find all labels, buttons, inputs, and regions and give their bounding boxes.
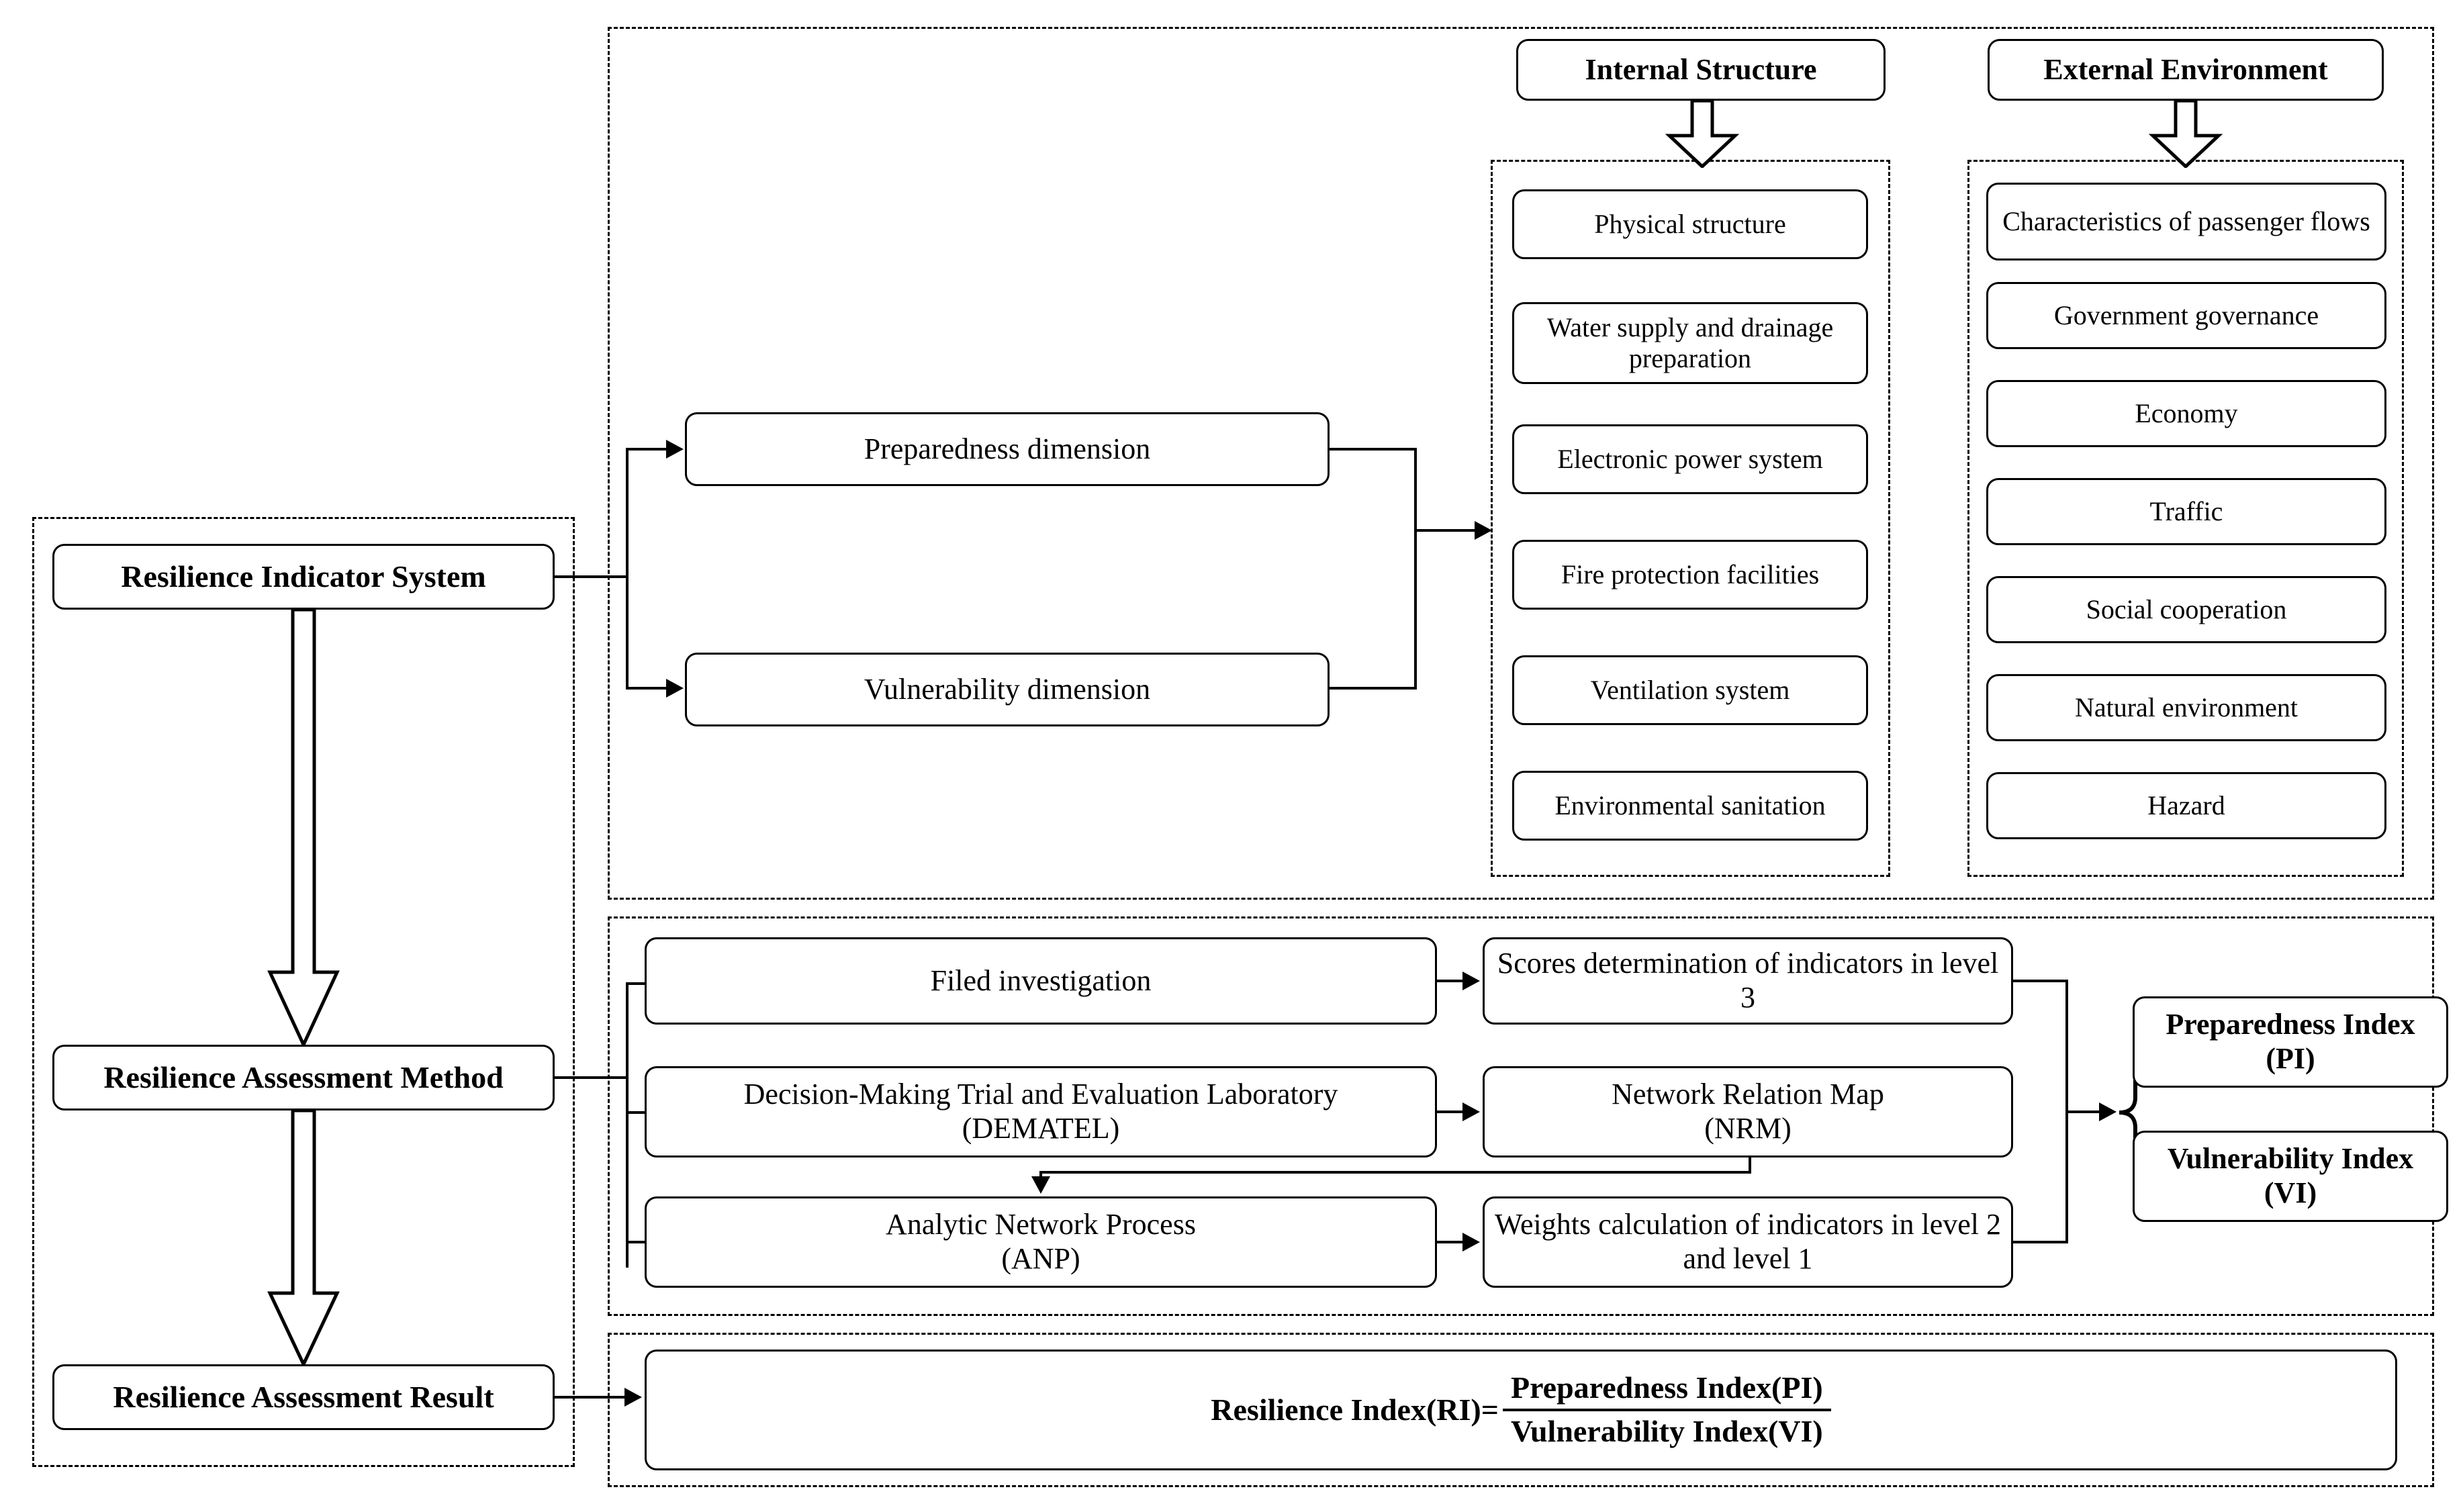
connector-result-out — [555, 1396, 629, 1399]
node-external-item-4[interactable]: Social cooperation — [1986, 576, 2386, 643]
node-internal-item-2[interactable]: Electronic power system — [1512, 424, 1868, 494]
connector-dimensions-merge-vertical — [1414, 448, 1417, 690]
region-left-column — [32, 517, 575, 1467]
connector-output2-merge — [2013, 1241, 2068, 1243]
node-internal-item-5[interactable]: Environmental sanitation — [1512, 771, 1868, 841]
connector-output0-merge — [2013, 980, 2068, 982]
node-internal-item-1[interactable]: Water supply and drainage preparation — [1512, 302, 1868, 384]
connector-outputs-to-indices — [2065, 1111, 2106, 1113]
node-preparedness-dimension[interactable]: Preparedness dimension — [685, 412, 1330, 486]
node-external-item-1[interactable]: Government governance — [1986, 282, 2386, 349]
node-internal-item-3[interactable]: Fire protection facilities — [1512, 540, 1868, 610]
node-external-item-6[interactable]: Hazard — [1986, 772, 2386, 839]
arrowhead-dimensions-to-groups — [1475, 521, 1492, 540]
arrowhead-outputs-to-indices — [2099, 1102, 2117, 1121]
connector-to-method-1 — [626, 1111, 654, 1114]
node-resilience-assessment-result[interactable]: Resilience Assessment Result — [52, 1364, 555, 1430]
node-external-item-3[interactable]: Traffic — [1986, 478, 2386, 545]
node-internal-item-0[interactable]: Physical structure — [1512, 189, 1868, 259]
arrowhead-to-vulnerability — [666, 679, 684, 698]
block-arrow-system-to-method — [266, 610, 341, 1046]
connector-preparedness-out — [1330, 448, 1417, 451]
connector-to-method-2 — [626, 1241, 654, 1243]
connector-dimensions-to-groups — [1414, 529, 1481, 532]
connector-nrm-feedback-horizontal — [1039, 1171, 1751, 1174]
block-arrow-external-environment — [2149, 101, 2223, 168]
connector-vulnerability-out — [1330, 687, 1417, 690]
formula-denominator: Vulnerability Index(VI) — [1510, 1414, 1823, 1448]
node-internal-item-4[interactable]: Ventilation system — [1512, 655, 1868, 725]
connector-system-branch-vertical — [626, 448, 629, 690]
node-output-weights[interactable]: Weights calculation of indicators in lev… — [1483, 1196, 2013, 1288]
node-internal-structure-header[interactable]: Internal Structure — [1516, 39, 1886, 101]
node-method-filed-investigation[interactable]: Filed investigation — [645, 937, 1437, 1025]
node-external-item-5[interactable]: Natural environment — [1986, 674, 2386, 741]
arrowhead-output2 — [1462, 1233, 1480, 1251]
arrowhead-nrm-to-anp — [1031, 1176, 1050, 1194]
arrowhead-output1 — [1462, 1102, 1480, 1121]
arrowhead-to-preparedness — [666, 440, 684, 459]
formula-numerator: Preparedness Index(PI) — [1510, 1370, 1823, 1405]
node-method-dematel[interactable]: Decision-Making Trial and Evaluation Lab… — [645, 1066, 1437, 1157]
node-external-environment-header[interactable]: External Environment — [1988, 39, 2384, 101]
node-resilience-assessment-method[interactable]: Resilience Assessment Method — [52, 1045, 555, 1111]
node-output-nrm[interactable]: Network Relation Map (NRM) — [1483, 1066, 2013, 1157]
connector-method0-to-output0 — [1437, 980, 1468, 982]
connector-method-out — [555, 1076, 629, 1079]
node-resilience-index-formula[interactable]: Resilience Index(RI)= Preparedness Index… — [645, 1350, 2397, 1470]
arrowhead-result-to-formula — [624, 1388, 642, 1407]
region-indicator-system — [608, 27, 2434, 900]
region-internal-structure-group — [1491, 160, 1890, 877]
connector-method1-to-output1 — [1437, 1111, 1468, 1113]
formula-fraction-bar — [1502, 1409, 1831, 1411]
connector-to-preparedness — [626, 448, 667, 451]
block-arrow-method-to-result — [266, 1111, 341, 1366]
connector-system-out — [555, 575, 629, 578]
node-preparedness-index[interactable]: Preparedness Index (PI) — [2133, 996, 2448, 1088]
connector-nrm-feedback-to-anp — [1039, 1171, 1042, 1179]
node-external-item-0[interactable]: Characteristics of passenger flows — [1986, 183, 2386, 261]
block-arrow-internal-structure — [1665, 101, 1739, 168]
node-external-item-2[interactable]: Economy — [1986, 380, 2386, 447]
node-output-scores-level3[interactable]: Scores determination of indicators in le… — [1483, 937, 2013, 1025]
arrowhead-output0 — [1462, 972, 1480, 990]
node-vulnerability-dimension[interactable]: Vulnerability dimension — [685, 653, 1330, 726]
connector-method-branch-vertical — [626, 982, 629, 1268]
connector-to-method-0 — [626, 982, 654, 985]
connector-nrm-feedback-down — [1749, 1157, 1751, 1174]
region-assessment-method — [608, 916, 2434, 1316]
formula-lhs: Resilience Index(RI)= — [1211, 1392, 1499, 1427]
connector-method2-to-output2 — [1437, 1241, 1468, 1243]
formula-fraction: Preparedness Index(PI) Vulnerability Ind… — [1502, 1370, 1831, 1450]
node-method-anp[interactable]: Analytic Network Process (ANP) — [645, 1196, 1437, 1288]
node-vulnerability-index[interactable]: Vulnerability Index (VI) — [2133, 1131, 2448, 1222]
node-resilience-indicator-system[interactable]: Resilience Indicator System — [52, 544, 555, 610]
region-assessment-result — [608, 1333, 2434, 1487]
connector-to-vulnerability — [626, 687, 667, 690]
